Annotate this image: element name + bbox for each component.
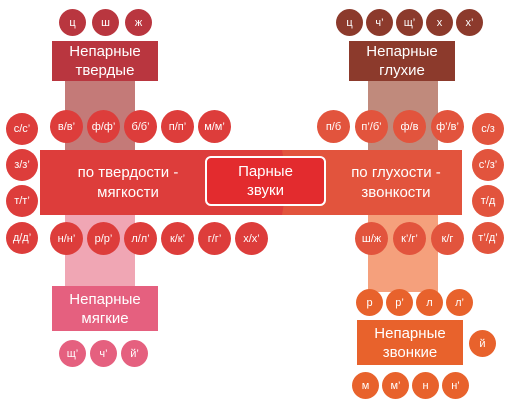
soft-sound: ч’	[90, 340, 117, 367]
voiced-sound: р	[356, 289, 383, 316]
hard-sound: ж	[125, 9, 152, 36]
soft-sound: й’	[121, 340, 148, 367]
right-band-label: по глухости - звонкости	[351, 163, 441, 201]
left-pair-side: с/с’	[6, 113, 38, 145]
voiced-sound: л’	[446, 289, 473, 316]
voiced-sound: м	[352, 372, 379, 399]
right-pair-side: т/д	[472, 185, 504, 217]
voiced-sound: м’	[382, 372, 409, 399]
voiced-sound: р’	[386, 289, 413, 316]
paired-sounds-box: Парные звуки	[205, 156, 326, 206]
left-pair-top: в/в’	[50, 110, 83, 143]
voiceless-sound: х’	[456, 9, 483, 36]
left-pair-bottom: р/р’	[87, 222, 120, 255]
right-pair-side: т’/д’	[472, 222, 504, 254]
right-pair-side: с/з	[472, 113, 504, 145]
right-pair-top: п’/б’	[355, 110, 388, 143]
voiced-sound: й	[469, 330, 496, 357]
right-pair-top: ф/в	[393, 110, 426, 143]
left-pair-side: д/д’	[6, 222, 38, 254]
left-pair-top: б/б’	[124, 110, 157, 143]
unpaired-voiceless-box: Непарные глухие	[349, 41, 455, 81]
right-pair-bottom: к’/г’	[393, 222, 426, 255]
right-pair-bottom: к/г	[431, 222, 464, 255]
left-pair-side: з/з’	[6, 149, 38, 181]
voiceless-sound: щ’	[396, 9, 423, 36]
left-pair-top: ф/ф’	[87, 110, 120, 143]
left-pair-bottom: л/л’	[124, 222, 157, 255]
unpaired-soft-box: Непарные мягкие	[52, 286, 158, 331]
voiced-sound: н	[412, 372, 439, 399]
right-pair-top: ф’/в’	[431, 110, 464, 143]
right-pair-top: п/б	[317, 110, 350, 143]
voiced-sound: н’	[442, 372, 469, 399]
hard-sound: ц	[59, 9, 86, 36]
unpaired-hard-box: Непарные твердые	[52, 41, 158, 81]
unpaired-voiced-box: Непарные звонкие	[357, 320, 463, 365]
left-pair-bottom: х/х’	[235, 222, 268, 255]
voiceless-sound: ч’	[366, 9, 393, 36]
right-pair-bottom: ш/ж	[355, 222, 388, 255]
left-pair-bottom: к/к’	[161, 222, 194, 255]
left-pair-bottom: н/н’	[50, 222, 83, 255]
right-pair-side: с’/з’	[472, 149, 504, 181]
voiceless-sound: х	[426, 9, 453, 36]
left-pair-side: т/т’	[6, 185, 38, 217]
voiced-sound: л	[416, 289, 443, 316]
left-band-label: по твердости - мягкости	[77, 163, 179, 201]
hard-sound: ш	[92, 9, 119, 36]
left-pair-bottom: г/г’	[198, 222, 231, 255]
left-pair-top: п/п’	[161, 110, 194, 143]
soft-sound: щ’	[59, 340, 86, 367]
voiceless-sound: ц	[336, 9, 363, 36]
left-pair-top: м/м’	[198, 110, 231, 143]
